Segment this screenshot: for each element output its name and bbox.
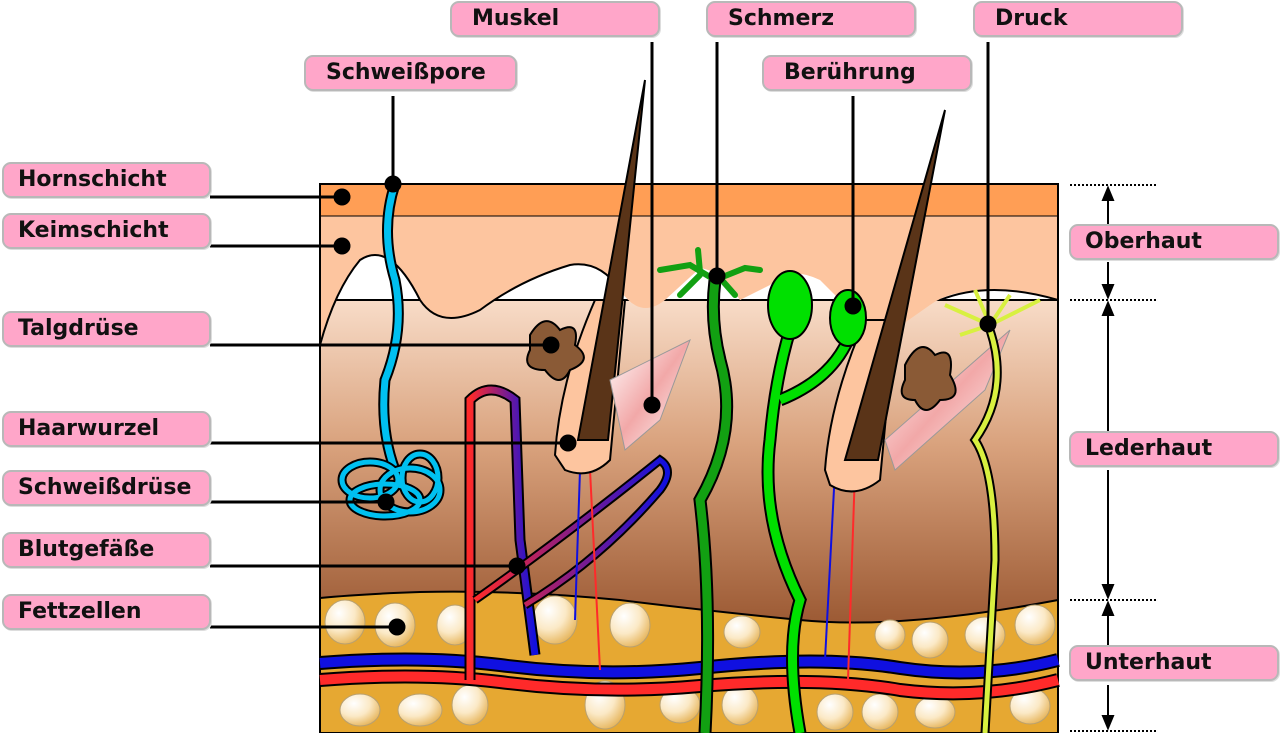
label-fettzellen: Fettzellen: [2, 594, 211, 630]
touch-receptor-2: [829, 289, 867, 347]
label-beruehrung: Berührung: [762, 55, 972, 91]
hornschicht-layer: [319, 183, 1059, 217]
label-blutgefaesse: Blutgefäße: [2, 532, 211, 568]
label-talgdruese: Talgdrüse: [2, 311, 211, 347]
touch-receptor-1: [767, 270, 813, 340]
hair-follicle-2: [823, 109, 1011, 493]
label-unterhaut: Unterhaut: [1069, 645, 1279, 681]
label-keimschicht: Keimschicht: [2, 213, 211, 249]
leader-lines: [210, 42, 997, 636]
blood-vessels: [464, 384, 856, 681]
label-oberhaut: Oberhaut: [1069, 224, 1279, 260]
label-hornschicht: Hornschicht: [2, 162, 211, 198]
label-druck: Druck: [973, 1, 1183, 37]
layer-dimension-markers: [1070, 184, 1158, 732]
epidermis-layer: [320, 215, 1058, 345]
label-haarwurzel: Haarwurzel: [2, 411, 211, 447]
label-schweissdruese: Schweißdrüse: [2, 470, 211, 506]
label-lederhaut: Lederhaut: [1069, 431, 1279, 467]
label-schmerz: Schmerz: [706, 1, 916, 37]
label-schweisspore: Schweißpore: [304, 55, 517, 91]
hair-follicle-1: [526, 79, 691, 475]
label-muskel: Muskel: [450, 1, 660, 37]
